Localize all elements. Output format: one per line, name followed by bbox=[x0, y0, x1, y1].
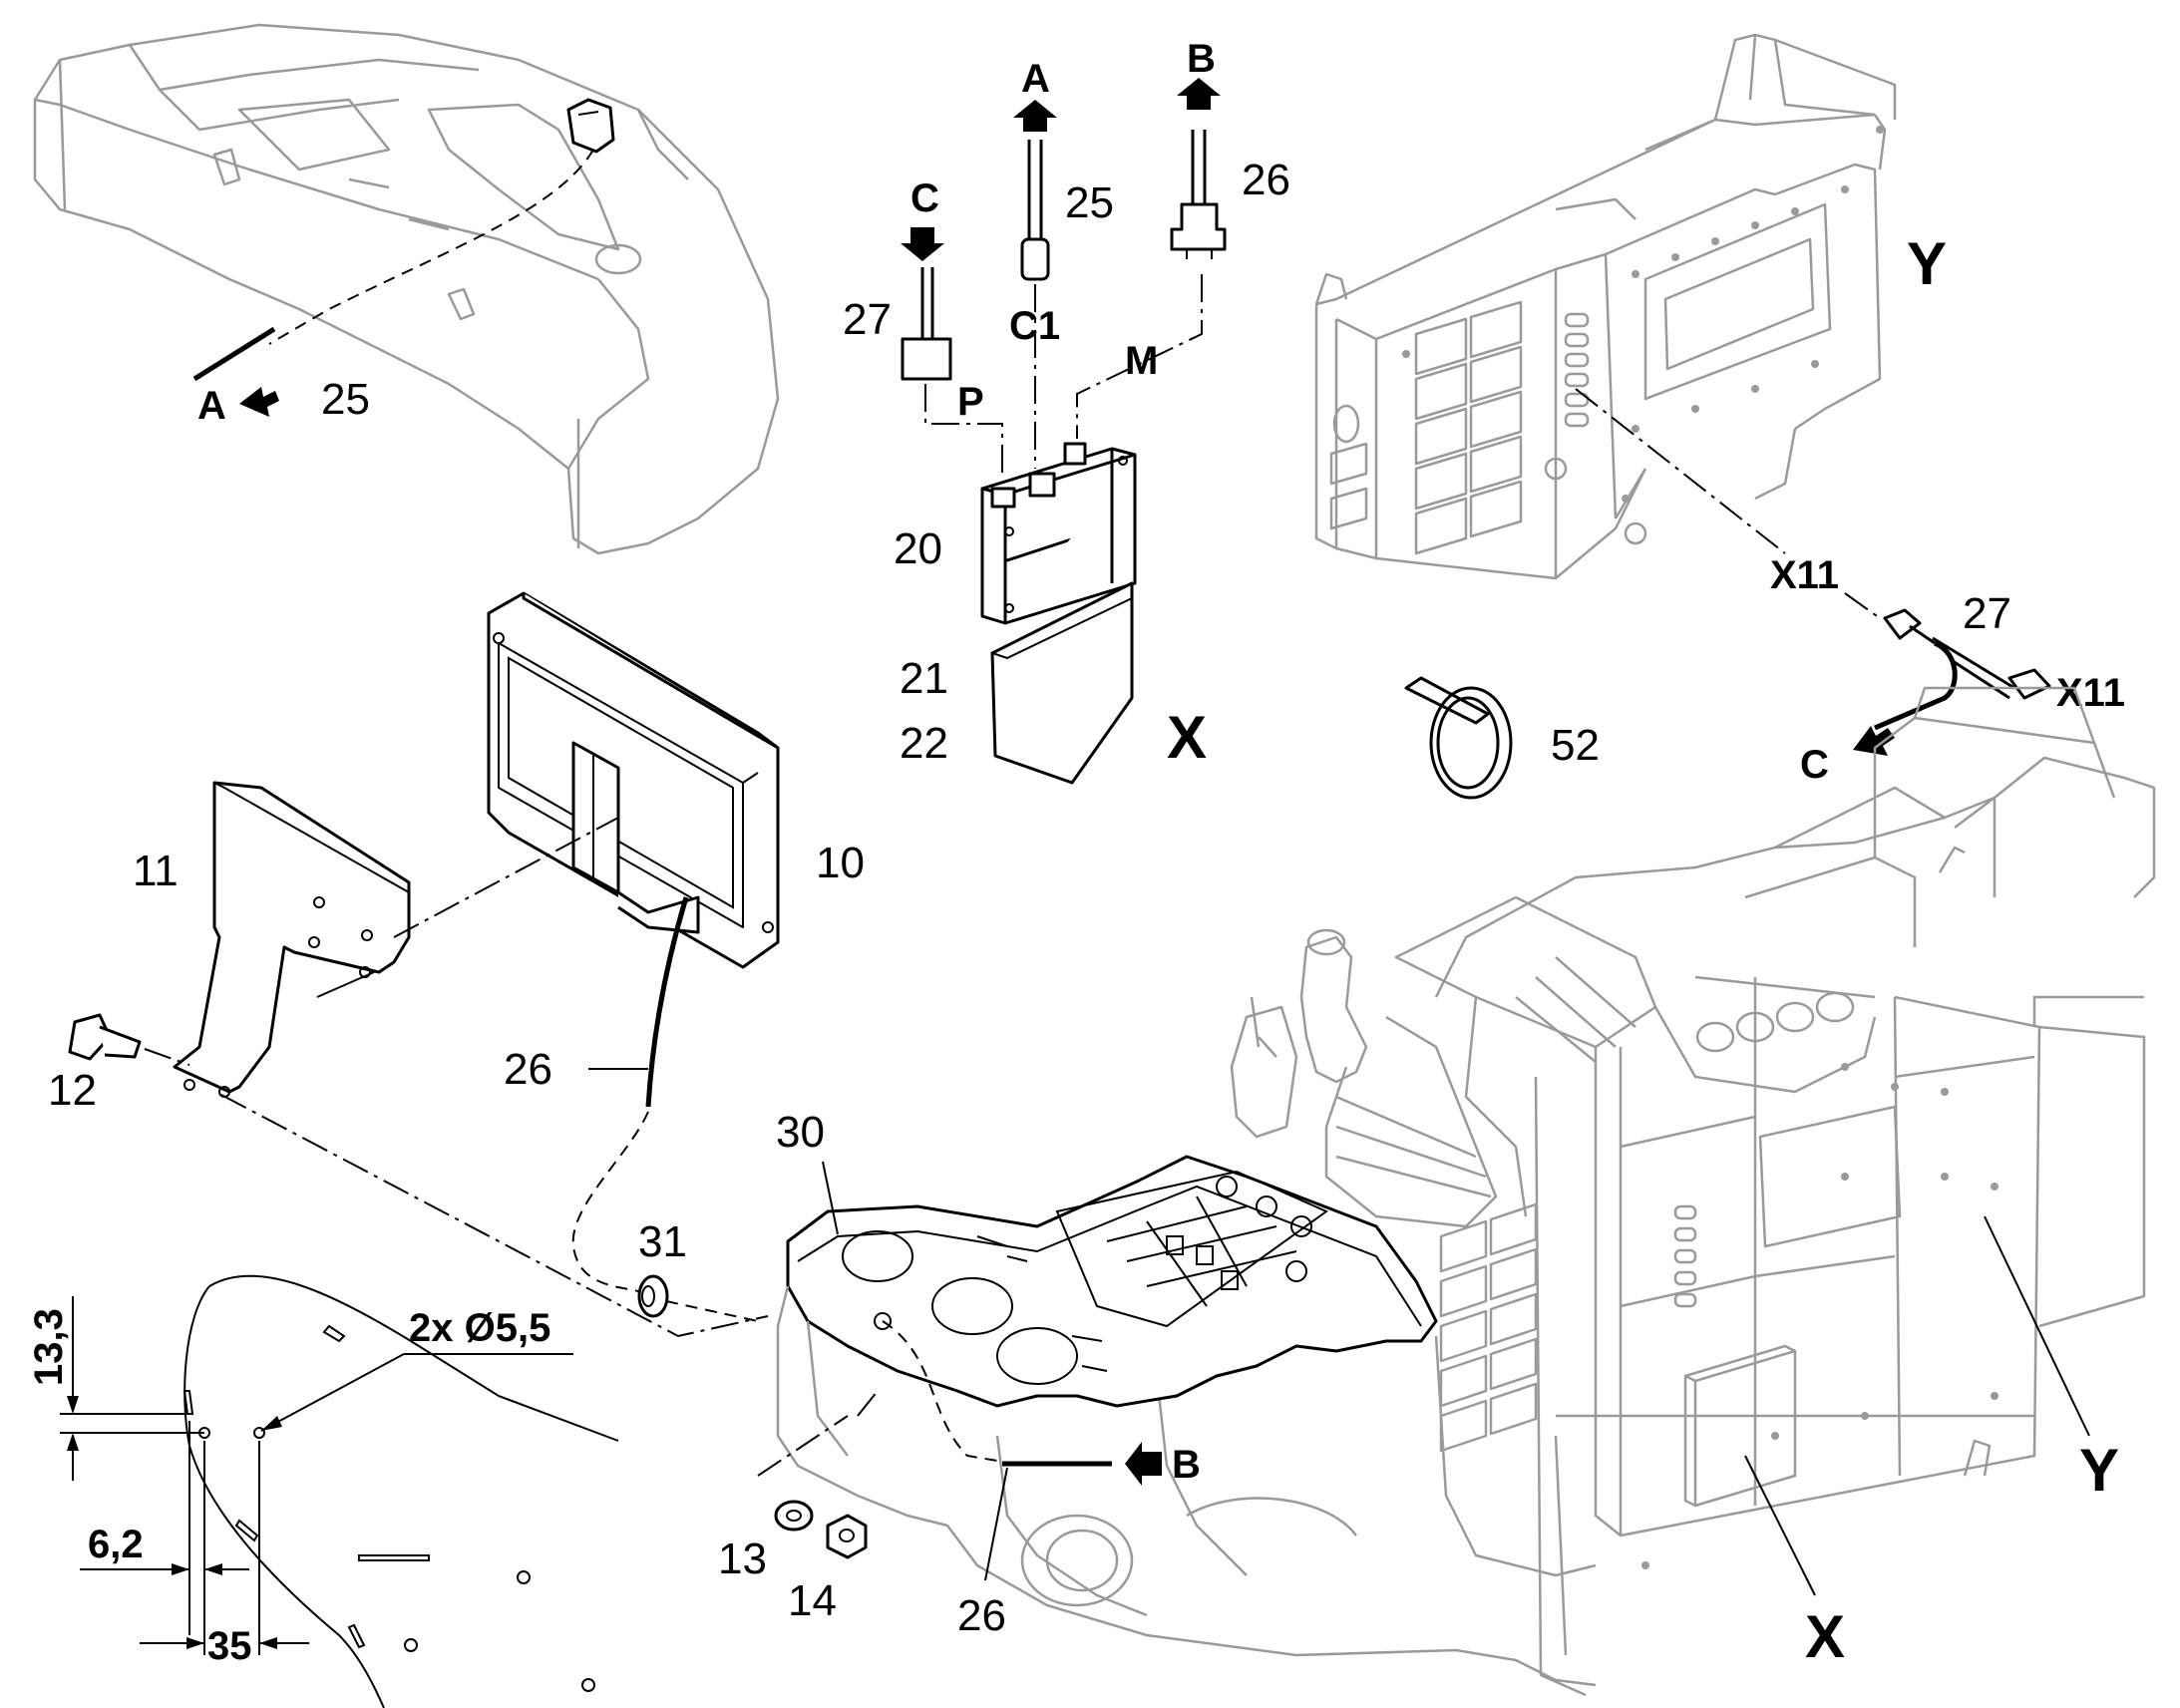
conn-x11-b-label: X11 bbox=[2056, 671, 2125, 715]
conn-c1-label: C1 bbox=[1009, 304, 1060, 348]
grommet-31 bbox=[637, 1274, 669, 1318]
cable-26-bottom-label: 26 bbox=[957, 1591, 1006, 1640]
x11-link bbox=[1575, 388, 1786, 554]
dim-holes-label: 2x Ø5,5 bbox=[409, 1306, 550, 1350]
dim-6-2-label: 6,2 bbox=[88, 1523, 144, 1566]
plug-27-label: 27 bbox=[843, 295, 892, 344]
cabinet-frame-y bbox=[1314, 33, 1897, 580]
arrow-b-right-icon bbox=[1125, 1442, 1162, 1486]
hood-arrow-a-label: A bbox=[197, 384, 226, 428]
panel-30-label: 30 bbox=[776, 1108, 825, 1157]
bracket-11-label: 11 bbox=[133, 847, 179, 895]
tie-52-label: 52 bbox=[1551, 721, 1600, 770]
cable-25-label: 25 bbox=[1065, 178, 1114, 227]
harness-27-label: 27 bbox=[1963, 589, 2011, 638]
screw-12 bbox=[68, 1013, 142, 1061]
hood-arrow-a-icon bbox=[239, 387, 279, 417]
view-x-bottom-label: X bbox=[1805, 1603, 1845, 1670]
cable-26-mid-label: 26 bbox=[504, 1045, 552, 1094]
harness-27 bbox=[1874, 608, 2051, 731]
arrow-b-right-label: B bbox=[1172, 1443, 1201, 1487]
nut-14 bbox=[826, 1514, 868, 1559]
grommet-31-label: 31 bbox=[638, 1217, 687, 1266]
view-x-top-label: X bbox=[1167, 704, 1207, 771]
dash-panel-30 bbox=[776, 1155, 1438, 1457]
arrow-b-top-label: B bbox=[1187, 37, 1216, 81]
cab-roof-hood bbox=[33, 23, 780, 555]
display-10-label: 10 bbox=[816, 839, 865, 887]
dim-13-3-label: 13,3 bbox=[27, 1308, 71, 1386]
dim-35-label: 35 bbox=[207, 1624, 252, 1668]
arrow-up-icon-a bbox=[1013, 100, 1057, 132]
arrow-down-icon-c bbox=[901, 227, 944, 261]
arrow-c-right-label: C bbox=[1800, 743, 1829, 787]
arrow-c-top-label: C bbox=[910, 176, 939, 220]
hood-cable-25-label: 25 bbox=[321, 375, 370, 424]
cable-26-mid bbox=[645, 896, 689, 1108]
bracket-panel-link bbox=[220, 1094, 769, 1338]
arrow-c-right-icon bbox=[1853, 726, 1895, 756]
conn-x11-a-label: X11 bbox=[1770, 553, 1839, 597]
cover-22-label: 22 bbox=[900, 719, 948, 768]
conn-m-label: M bbox=[1125, 339, 1158, 383]
nut-14-label: 14 bbox=[788, 1576, 837, 1625]
cable-26-loop bbox=[571, 1111, 649, 1292]
view-y-top-label: Y bbox=[1907, 230, 1947, 297]
bracket-11 bbox=[173, 781, 411, 1098]
hole-dimension-detail bbox=[60, 1274, 619, 1708]
view-y-bottom-label: Y bbox=[2079, 1437, 2119, 1504]
washer-13 bbox=[774, 1500, 814, 1532]
washer-13-label: 13 bbox=[718, 1535, 767, 1583]
cable-26-top-label: 26 bbox=[1242, 156, 1290, 204]
conn-p-label: P bbox=[957, 380, 984, 424]
module-20-label: 20 bbox=[894, 524, 942, 573]
screw-12-label: 12 bbox=[48, 1066, 97, 1115]
cover-21-label: 21 bbox=[900, 654, 948, 703]
arrow-up-icon-b bbox=[1177, 78, 1221, 110]
cable-26-dashed bbox=[882, 1320, 998, 1462]
arrow-a-top-label: A bbox=[1021, 57, 1050, 101]
bracket-display-link bbox=[393, 817, 619, 938]
display-10 bbox=[487, 591, 780, 969]
connector-group bbox=[901, 78, 1227, 785]
console-body bbox=[776, 686, 2156, 1697]
cable-tie-52 bbox=[1404, 676, 1513, 800]
x11-link-2 bbox=[1844, 592, 1881, 619]
